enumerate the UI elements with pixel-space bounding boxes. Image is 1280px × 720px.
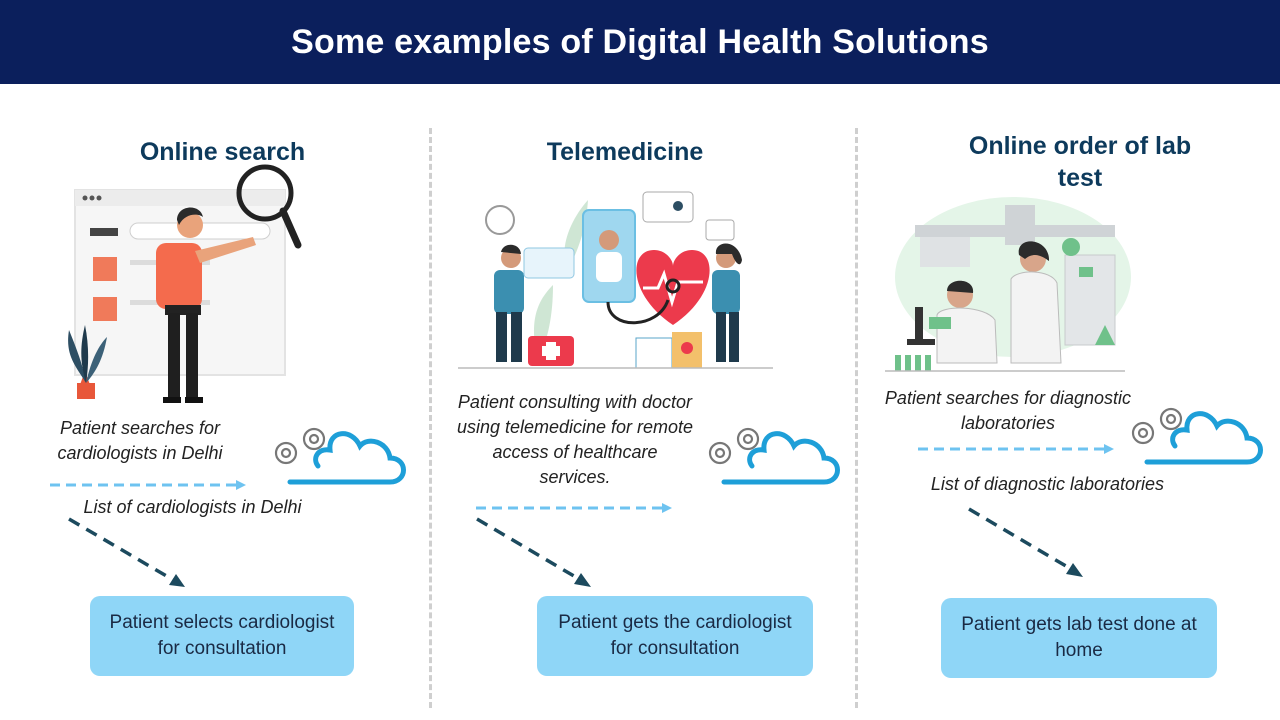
search-illustration	[68, 164, 302, 403]
column-1-request-text: Patient searches for cardiologists in De…	[57, 418, 223, 463]
column-divider-right	[855, 128, 858, 708]
outcome-box-3: Patient gets lab test done at home	[941, 598, 1217, 678]
cloud-service-icon-3	[1131, 407, 1263, 465]
column-2-description: Patient consulting with doctor using tel…	[456, 392, 694, 487]
column-title-telemedicine: Telemedicine	[546, 138, 704, 166]
column-1-response-text: List of cardiologists in Delhi	[83, 497, 302, 517]
request-arrow-1	[50, 480, 246, 490]
cloud-service-icon-2	[708, 427, 840, 485]
outcome-arrow-2	[476, 517, 591, 587]
gear-icon	[1131, 407, 1183, 445]
magnifier-icon	[236, 164, 302, 249]
cloud-icon	[287, 431, 406, 485]
heart-icon	[636, 250, 710, 325]
header-bar: Some examples of Digital Health Solution…	[0, 0, 1280, 84]
gear-icon	[274, 427, 326, 465]
lab-illustration	[885, 197, 1131, 372]
column-title-online-search: Online search	[139, 138, 306, 166]
column-title-online-lab-order: Online order of lab test	[968, 132, 1192, 192]
column-3-response-text: List of diagnostic laboratories	[930, 474, 1165, 494]
telemedicine-illustration	[458, 191, 773, 369]
gear-icon	[708, 427, 760, 465]
request-arrow-3	[918, 444, 1114, 454]
outcome-arrow-1	[68, 517, 185, 587]
outcome-box-2: Patient gets the cardiologist for consul…	[537, 596, 813, 676]
outcome-arrow-3	[968, 507, 1083, 577]
column-3-request-text: Patient searches for diagnostic laborato…	[884, 388, 1132, 433]
request-arrow-2	[476, 503, 672, 513]
column-divider-left	[429, 128, 432, 708]
cloud-icon	[721, 431, 840, 485]
cloud-service-icon-1	[274, 427, 406, 485]
outcome-box-1: Patient selects cardiologist for consult…	[90, 596, 354, 676]
page-title: Some examples of Digital Health Solution…	[291, 22, 989, 61]
cloud-icon	[1144, 411, 1263, 465]
